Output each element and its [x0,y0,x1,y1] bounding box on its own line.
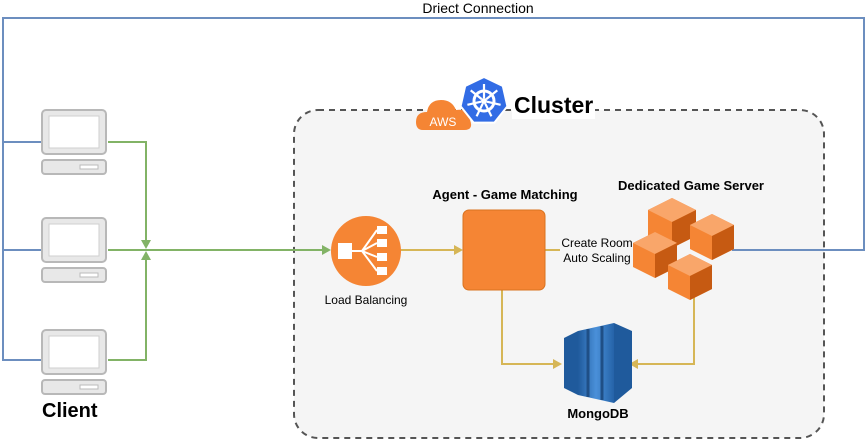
client-connection-lines [108,141,322,361]
auto-scaling-label: Auto Scaling [563,251,631,265]
mongodb-database-icon [564,323,632,403]
label-background [560,234,634,268]
arrow-head [454,245,463,255]
direct-connection-label: Driect Connection [422,0,534,16]
load-balancer-icon [331,216,401,286]
load-balancing-label: Load Balancing [324,293,408,307]
arrow-head [141,240,151,249]
dedicated-game-server-label: Dedicated Game Server [618,178,764,193]
direct-connection-line [2,17,865,361]
arrow-head [141,251,151,260]
aws-label: AWS [430,115,457,129]
client-computer-icon [41,329,107,395]
create-room-label: Create Room [561,236,633,250]
arrow-head [629,359,638,369]
agent-game-matching-label: Agent - Game Matching [432,187,578,202]
cluster-title: Cluster [512,92,596,119]
aws-cloud-icon: AWS [416,100,472,130]
agent-game-matching-box [462,209,546,291]
arrow-head [553,359,562,369]
client-computer-icon [41,109,107,175]
client-label: Client [42,400,98,422]
cluster-container [293,109,825,439]
kubernetes-icon [459,75,509,124]
arrow-head [322,245,331,255]
game-server-stack-icon [633,198,734,300]
mongodb-label: MongoDB [567,406,629,421]
client-computer-icon [41,217,107,283]
